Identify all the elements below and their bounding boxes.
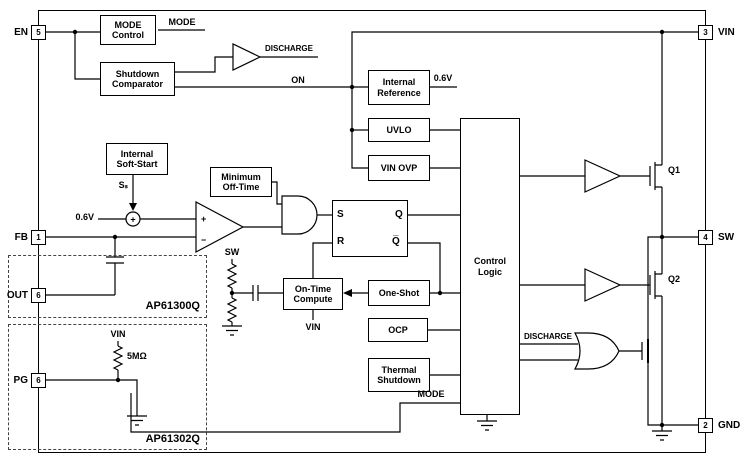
- net-label-mode-top: MODE: [168, 17, 196, 27]
- q2-label: Q2: [668, 274, 681, 284]
- block-thermal-shutdown: Thermal Shutdown: [368, 358, 430, 392]
- sr-latch: [332, 200, 408, 257]
- net-label-vref-out: 0.6V: [433, 73, 453, 83]
- pin-fb-square: 1: [31, 230, 46, 245]
- ground-symbols: [127, 325, 672, 441]
- junction-dots: [72, 29, 665, 428]
- latch-s-label: S: [337, 209, 344, 220]
- pin-pg-label: PG: [13, 375, 28, 386]
- latch-qbar-label: Q̅: [392, 236, 400, 247]
- summing-junction-symbol: [125, 211, 141, 227]
- block-mode-control: MODE Control: [100, 15, 156, 45]
- q1-driver-symbol: [584, 159, 622, 193]
- discharge-inverter-symbol: [232, 43, 262, 71]
- pin-out-square: 6: [31, 288, 46, 303]
- pin-vin-square: 3: [698, 25, 713, 40]
- gate-symbols: [125, 43, 622, 370]
- net-label-vin-pg: VIN: [110, 329, 126, 339]
- q1-mosfet-symbol: [620, 32, 663, 237]
- and-gate-symbol: [281, 195, 318, 235]
- pg-ground: [127, 415, 147, 426]
- q1-label: Q1: [668, 165, 681, 175]
- net-label-soft-start-current: Sₛ: [118, 180, 128, 190]
- net-label-vin-on-time: VIN: [305, 322, 321, 332]
- block-control-logic: Control Logic: [460, 118, 520, 415]
- pin-en-square: 5: [31, 25, 46, 40]
- summing-plus: +: [130, 215, 135, 225]
- soft-start-arrow: [129, 203, 137, 211]
- block-internal-reference: Internal Reference: [368, 70, 430, 105]
- pin-pg-square: 6: [31, 373, 46, 388]
- block-minimum-off-time: Minimum Off-Time: [210, 167, 272, 197]
- block-vin-ovp: VIN OVP: [368, 155, 430, 181]
- wire-layer: [45, 29, 698, 433]
- pin-vin-label: VIN: [718, 27, 735, 38]
- gnd-pin-ground: [652, 430, 672, 441]
- net-label-sw-sense: SW: [224, 247, 240, 257]
- resistor-value-label: 5MΩ: [127, 351, 147, 361]
- pin-sw-number: 4: [703, 233, 708, 242]
- ap61302q-option-box: [8, 324, 207, 450]
- ap61300q-option-box: [8, 255, 207, 318]
- net-label-discharge-gate: DISCHARGE: [523, 332, 572, 341]
- q2-mosfet-symbol: [620, 237, 663, 425]
- pin-gnd-label: GND: [718, 420, 741, 431]
- pin-fb-number: 1: [36, 233, 41, 242]
- discharge-mosfet-symbol: [619, 339, 649, 363]
- one-shot-arrow: [343, 289, 352, 297]
- comparator-minus: −: [201, 235, 206, 245]
- arrowheads: [129, 203, 352, 297]
- pin-pg-number: 6: [36, 376, 41, 385]
- or-gate-symbol: [573, 332, 620, 370]
- net-label-mode-bottom: MODE: [417, 389, 445, 399]
- latch-r-label: R: [337, 236, 345, 247]
- pin-vin-number: 3: [703, 28, 708, 37]
- net-label-discharge-top: DISCHARGE: [264, 44, 313, 53]
- part-label-ap61300q: AP61300Q: [145, 300, 200, 312]
- pin-sw-square: 4: [698, 230, 713, 245]
- pin-en-number: 5: [36, 28, 41, 37]
- block-uvlo: UVLO: [368, 118, 430, 142]
- pin-gnd-square: 2: [698, 418, 713, 433]
- q2-driver-symbol: [584, 268, 622, 302]
- latch-q-label: Q: [395, 209, 403, 220]
- sw-divider-ground: [222, 325, 242, 336]
- pin-gnd-number: 2: [703, 421, 708, 430]
- block-internal-soft-start: Internal Soft-Start: [106, 143, 168, 175]
- pin-fb-label: FB: [14, 232, 28, 243]
- block-one-shot: One-Shot: [368, 280, 430, 306]
- net-label-vref-comp: 0.6V: [75, 212, 94, 222]
- block-shutdown-comparator: Shutdown Comparator: [100, 62, 175, 96]
- feedback-comparator-symbol: [195, 201, 245, 253]
- block-on-time-compute: On-Time Compute: [283, 278, 343, 310]
- pin-en-label: EN: [14, 27, 28, 38]
- pin-sw-label: SW: [718, 232, 735, 243]
- pin-out-label: OUT: [6, 290, 28, 301]
- part-label-ap61302q: AP61302Q: [145, 433, 200, 445]
- inline-symbol-text: + − +: [130, 214, 206, 245]
- comparator-plus: +: [201, 214, 206, 224]
- net-label-on: ON: [291, 75, 305, 85]
- control-logic-ground: [477, 420, 497, 431]
- block-ocp: OCP: [368, 318, 428, 342]
- pin-out-number: 6: [36, 291, 41, 300]
